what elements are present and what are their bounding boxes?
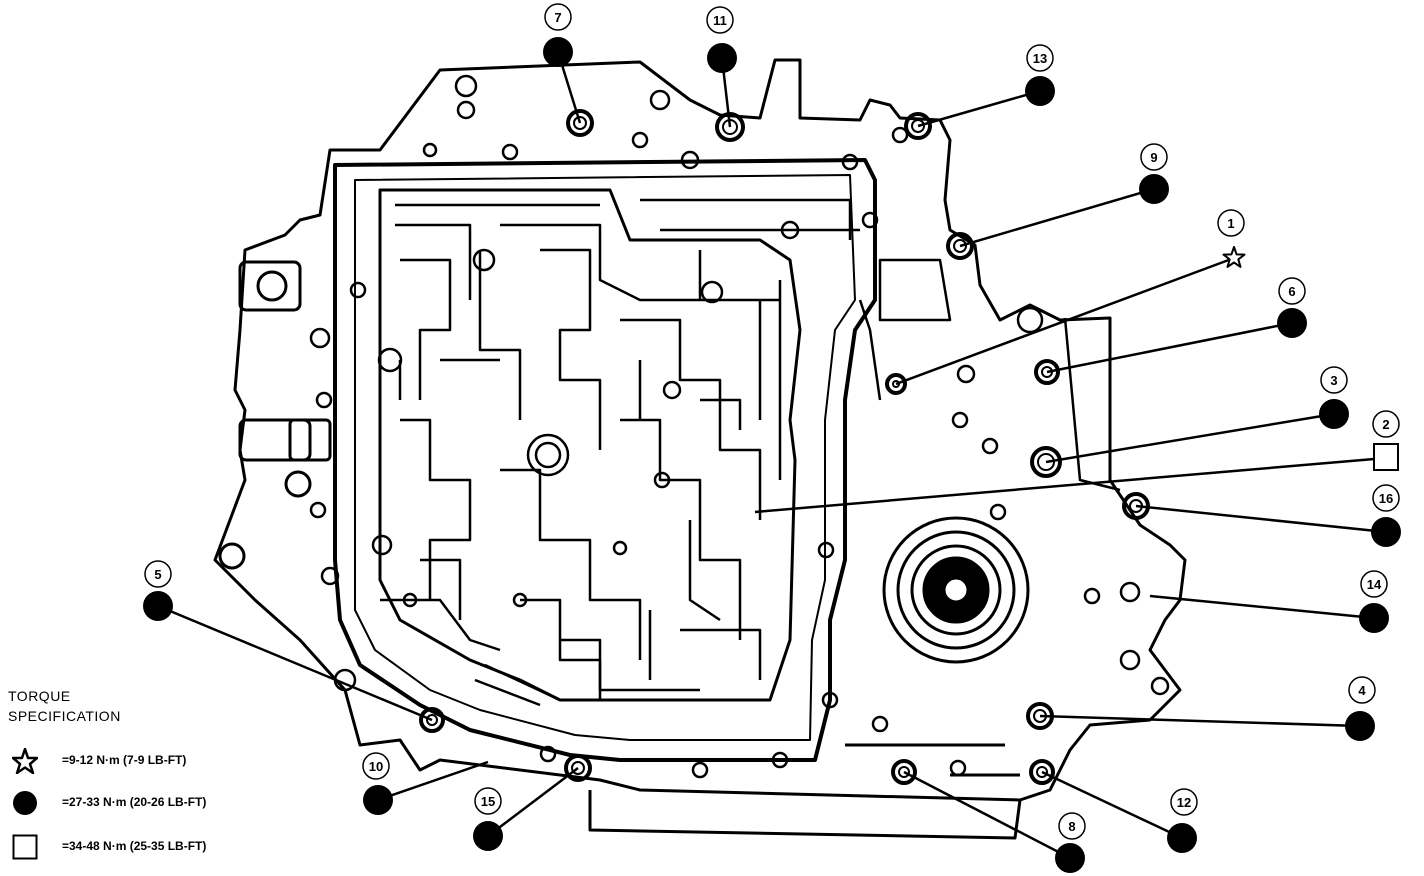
callout-label-3: 3 xyxy=(1320,366,1348,394)
leader-line-2 xyxy=(754,456,1387,514)
legend-title-line2: SPECIFICATION xyxy=(8,708,121,724)
transaxle-case-illustration xyxy=(213,58,1187,840)
filled-circle-icon xyxy=(1319,399,1349,429)
callout-number: 13 xyxy=(1033,51,1047,66)
star-icon xyxy=(1222,246,1246,268)
housing-ridge xyxy=(858,258,1121,492)
callout-number: 2 xyxy=(1382,417,1389,432)
leader-line-12 xyxy=(1041,770,1183,840)
leader-line-8 xyxy=(903,770,1071,860)
filled-circle-icon xyxy=(1055,843,1085,873)
torque-legend: TORQUE SPECIFICATION =9-12 N·m (7-9 LB-F… xyxy=(8,688,328,868)
leader-line-4 xyxy=(1039,714,1361,728)
callout-number: 15 xyxy=(481,794,495,809)
leader-line-10 xyxy=(377,760,489,802)
callout-label-6: 6 xyxy=(1278,277,1306,305)
legend-title-line1: TORQUE xyxy=(8,688,71,704)
leader-line-16 xyxy=(1135,504,1387,534)
legend-row-dot: =27-33 N·m (20-26 LB-FT) xyxy=(8,788,328,818)
legend-text-square: =34-48 N·m (25-35 LB-FT) xyxy=(62,839,207,853)
filled-circle-icon xyxy=(543,37,573,67)
filled-circle-icon xyxy=(707,43,737,73)
filled-circle-icon xyxy=(1167,823,1197,853)
callout-number: 7 xyxy=(554,10,561,25)
lower-rail xyxy=(845,743,1020,777)
filled-circle-icon xyxy=(143,591,173,621)
callout-label-15: 15 xyxy=(474,787,502,815)
callout-number: 16 xyxy=(1379,491,1393,506)
filled-circle-icon xyxy=(1025,76,1055,106)
bolt-9 xyxy=(946,232,974,260)
bolt-7 xyxy=(566,109,594,137)
filled-circle-icon xyxy=(1139,174,1169,204)
leader-line-6 xyxy=(1046,321,1293,374)
star-icon xyxy=(12,748,38,774)
pan-flange xyxy=(333,158,877,762)
leader-line-9 xyxy=(959,187,1155,248)
callout-label-5: 5 xyxy=(144,560,172,588)
callout-number: 9 xyxy=(1150,150,1157,165)
legend-row-square: =34-48 N·m (25-35 LB-FT) xyxy=(8,832,328,862)
case-outline xyxy=(213,58,1187,802)
callout-number: 5 xyxy=(154,567,161,582)
leader-line-3 xyxy=(1045,412,1335,464)
filled-circle-icon xyxy=(473,821,503,851)
callout-number: 8 xyxy=(1068,819,1075,834)
callout-label-1: 1 xyxy=(1217,209,1245,237)
callout-number: 10 xyxy=(369,759,383,774)
square-icon xyxy=(1373,443,1399,471)
square-icon xyxy=(12,834,38,860)
callout-number: 6 xyxy=(1288,284,1295,299)
pan-flange-inner xyxy=(354,174,856,741)
callout-number: 14 xyxy=(1367,577,1382,592)
callout-label-16: 16 xyxy=(1372,484,1400,512)
callout-label-13: 13 xyxy=(1026,44,1054,72)
callout-label-7: 7 xyxy=(544,3,572,31)
callout-number: 3 xyxy=(1330,373,1337,388)
leader-line-15 xyxy=(487,767,579,837)
bolt-3 xyxy=(1030,446,1062,478)
callout-label-11: 11 xyxy=(706,6,734,34)
valve-body-plate xyxy=(378,188,802,702)
filled-circle-icon xyxy=(1371,517,1401,547)
callout-label-8: 8 xyxy=(1058,812,1086,840)
leader-line-14 xyxy=(1149,594,1375,620)
leader-line-1 xyxy=(895,256,1235,386)
legend-text-dot: =27-33 N·m (20-26 LB-FT) xyxy=(62,795,207,809)
leader-line-13 xyxy=(917,89,1041,128)
callout-label-2: 2 xyxy=(1372,410,1400,438)
filled-circle-icon xyxy=(1277,308,1307,338)
bolt-5 xyxy=(419,707,445,733)
leader-lines xyxy=(157,51,1387,860)
bolt-holes xyxy=(309,74,1170,779)
callout-label-9: 9 xyxy=(1140,143,1168,171)
callout-number: 4 xyxy=(1358,683,1366,698)
bolt-8 xyxy=(891,759,917,785)
legend-row-star: =9-12 N·m (7-9 LB-FT) xyxy=(8,746,328,776)
callout-label-14: 14 xyxy=(1360,570,1388,598)
filled-circle-icon xyxy=(1345,711,1375,741)
callout-number: 1 xyxy=(1227,216,1234,231)
bolt-13 xyxy=(904,112,932,140)
bolt-12 xyxy=(1029,759,1055,785)
callout-label-4: 4 xyxy=(1348,676,1376,704)
filled-circle-icon xyxy=(1359,603,1389,633)
callout-number: 12 xyxy=(1177,795,1191,810)
callout-label-10: 10 xyxy=(362,752,390,780)
callout-label-12: 12 xyxy=(1170,788,1198,816)
leader-line-5 xyxy=(157,604,433,722)
output-seal xyxy=(882,516,1030,664)
bolt-15 xyxy=(564,754,592,782)
filled-circle-icon xyxy=(363,785,393,815)
side-bosses xyxy=(218,260,332,570)
callout-number: 11 xyxy=(713,13,727,28)
legend-text-star: =9-12 N·m (7-9 LB-FT) xyxy=(62,753,187,767)
filled-circle-icon xyxy=(13,791,37,815)
valve-passages xyxy=(380,198,860,707)
pan-lower-edge xyxy=(588,790,1022,840)
